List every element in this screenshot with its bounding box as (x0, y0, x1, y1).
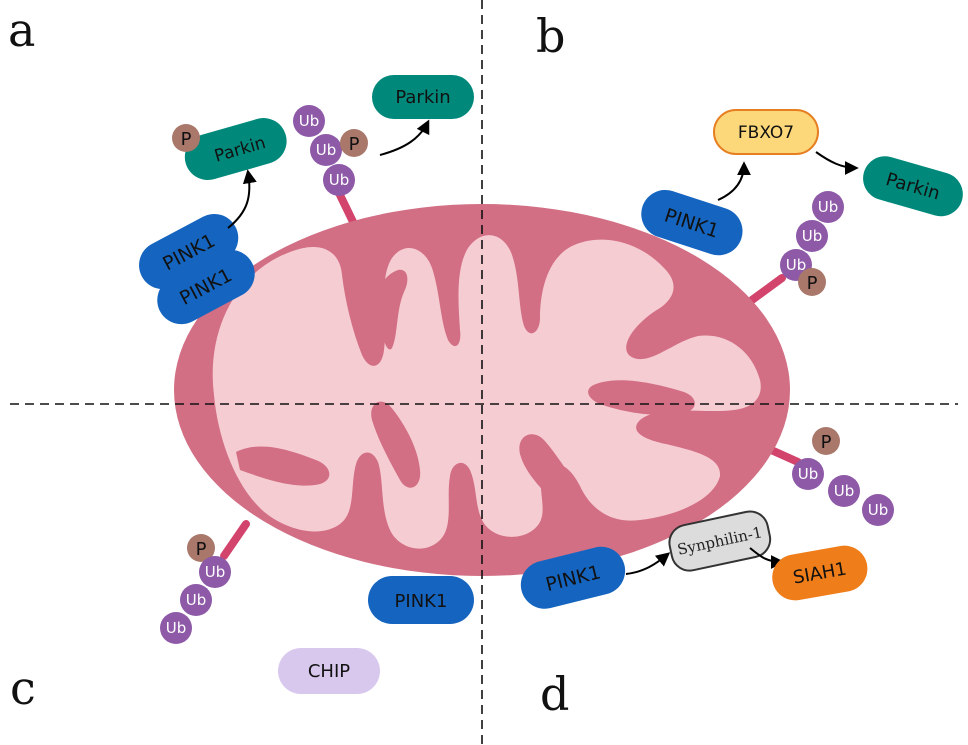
pink1-c: PINK1 (368, 576, 474, 624)
panel-label-b: b (536, 9, 565, 63)
crista-2 (371, 401, 421, 488)
svg-text:PINK1: PINK1 (395, 591, 448, 612)
svg-text:P: P (807, 273, 818, 294)
arrow-a-2 (379, 119, 430, 156)
svg-text:Ub: Ub (166, 619, 187, 637)
panel-label-a: a (8, 3, 35, 57)
arrow-b-2 (815, 151, 859, 175)
panel-d: P Ub Ub Ub PINK1 Synphilin-1 SIAH1 (520, 427, 894, 609)
stalk-b (748, 274, 786, 304)
synphilin-d: Synphilin-1 (668, 510, 772, 572)
inner-membrane (212, 235, 761, 549)
fbxo7-b: FBXO7 (713, 109, 819, 155)
arrow-d-1 (625, 552, 671, 575)
svg-text:P: P (181, 129, 192, 150)
svg-text:Ub: Ub (868, 501, 889, 519)
svg-text:Ub: Ub (329, 171, 350, 189)
crista-3 (588, 380, 695, 416)
panel-label-c: c (10, 661, 36, 715)
svg-text:Ub: Ub (205, 563, 226, 581)
svg-text:Ub: Ub (786, 256, 807, 274)
ub-chain-a: Ub Ub Ub P (293, 105, 368, 196)
svg-text:Ub: Ub (802, 227, 823, 245)
panel-b: PINK1 FBXO7 Parkin Ub Ub Ub P (641, 109, 963, 296)
svg-text:Ub: Ub (316, 141, 337, 159)
ub-chain-b: Ub Ub Ub P (780, 191, 844, 296)
arrow-a-1 (227, 169, 257, 229)
svg-text:P: P (821, 432, 832, 453)
parkin-a-1: Parkin (184, 118, 287, 181)
svg-text:Ub: Ub (299, 112, 320, 130)
parkin-a-2: Parkin (372, 75, 474, 119)
svg-text:Ub: Ub (818, 198, 839, 216)
svg-text:P: P (196, 539, 207, 560)
svg-text:Ub: Ub (186, 591, 207, 609)
pink1-d: PINK1 (520, 546, 626, 609)
svg-text:Parkin: Parkin (395, 87, 450, 108)
panel-a: PINK1 PINK1 Parkin P Ub Ub Ub P (139, 75, 474, 325)
phospho-a-1 (172, 124, 200, 152)
parkin-b: Parkin (863, 156, 963, 217)
pink1-a-1: PINK1 (139, 213, 239, 290)
svg-text:CHIP: CHIP (308, 661, 350, 682)
chip-c: CHIP (278, 648, 380, 694)
svg-text:Ub: Ub (798, 465, 819, 483)
ub-chain-c: P Ub Ub Ub (160, 534, 231, 644)
panel-label-d: d (540, 667, 569, 721)
pink1-a-2: PINK1 (157, 249, 255, 325)
arrow-b-1 (717, 161, 751, 201)
crista-5 (376, 269, 408, 350)
crista-1 (236, 446, 330, 486)
svg-text:Ub: Ub (834, 482, 855, 500)
crista-4 (519, 434, 593, 521)
panel-c: P Ub Ub Ub PINK1 CHIP (160, 534, 474, 694)
siah1-d: SIAH1 (772, 545, 868, 601)
svg-text:P: P (349, 134, 360, 155)
quadrant-dividers (10, 0, 958, 745)
pink1-b: PINK1 (641, 189, 743, 256)
svg-text:FBXO7: FBXO7 (738, 123, 794, 143)
stalk-c (220, 520, 250, 560)
ub-chain-d: P Ub Ub Ub (792, 427, 894, 526)
phospho-a-2 (340, 129, 368, 157)
